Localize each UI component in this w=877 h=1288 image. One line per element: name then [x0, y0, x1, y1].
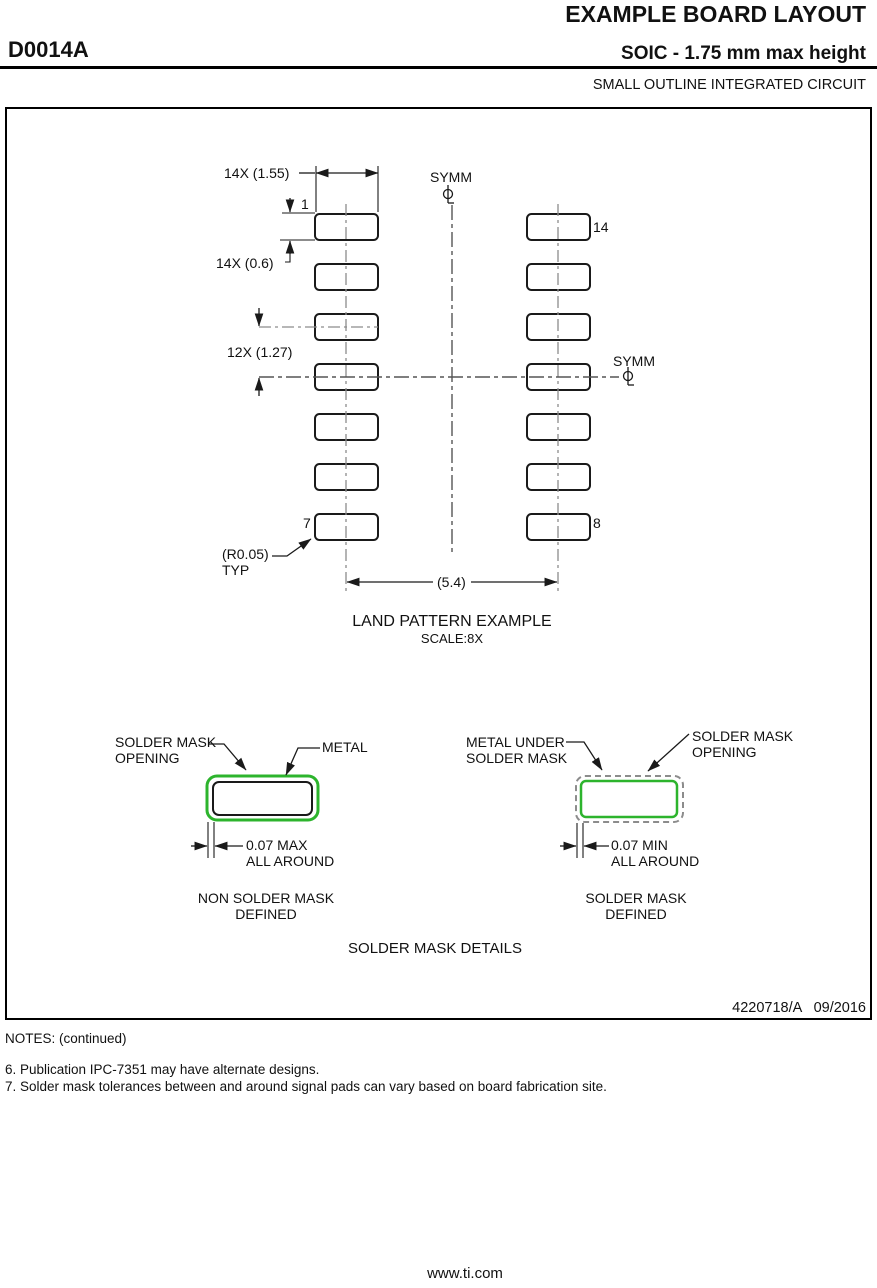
- smd-metal-label: METAL UNDER SOLDER MASK: [466, 734, 568, 766]
- nsmd-dim-label: 0.07 MAX ALL AROUND: [246, 837, 335, 869]
- nsmd-opening-label: SOLDER MASK OPENING: [115, 734, 217, 766]
- land-pattern-caption: LAND PATTERN EXAMPLE: [352, 613, 552, 630]
- footer-url-link[interactable]: www.ti.com: [427, 1265, 503, 1282]
- note-item-7: 7. Solder mask tolerances between and ar…: [5, 1079, 607, 1094]
- pin-1-label: 1: [301, 196, 309, 212]
- nsmd-caption-line2: DEFINED: [235, 905, 297, 922]
- header-rule: [0, 66, 877, 69]
- smd-metal-line1: METAL UNDER: [466, 734, 565, 750]
- dim-pad-height-label: 14X (0.6): [216, 255, 274, 271]
- dim-span-label: (5.4): [437, 574, 466, 590]
- package-subtitle: SMALL OUTLINE INTEGRATED CIRCUIT: [592, 77, 866, 93]
- symm-right-label: SYMM: [613, 353, 655, 369]
- nsmd-caption: NON SOLDER MASK DEFINED: [197, 890, 335, 922]
- radius-note-label: (R0.05) TYP: [222, 546, 269, 578]
- smd-opening-line2: OPENING: [692, 743, 757, 760]
- part-number: D0014A: [8, 37, 89, 62]
- dim-pad-width: [299, 166, 379, 212]
- radius-leader: [272, 538, 312, 557]
- technical-drawing: [191, 166, 690, 858]
- nsmd-opening-line1: SOLDER MASK: [115, 734, 217, 750]
- page-title: EXAMPLE BOARD LAYOUT: [565, 1, 866, 27]
- smd-opening-line1: SOLDER MASK: [692, 728, 794, 744]
- smd-diagram: [560, 733, 690, 858]
- drawing-frame: [5, 107, 872, 1020]
- pin-8-label: 8: [593, 515, 601, 531]
- centerlines: [259, 204, 619, 592]
- notes-heading: NOTES: (continued): [5, 1031, 127, 1046]
- nsmd-metal-label: METAL: [322, 739, 368, 755]
- dim-pitch-label: 12X (1.27): [227, 344, 293, 360]
- smd-caption-line1: SOLDER MASK: [585, 890, 687, 906]
- nsmd-dim-line2: ALL AROUND: [246, 852, 335, 869]
- nsmd-diagram: [191, 743, 320, 858]
- dim-pad-height: [280, 198, 315, 263]
- land-pattern-scale: SCALE:8X: [420, 631, 484, 646]
- dim-pad-width-label: 14X (1.55): [224, 165, 290, 181]
- pin-7-label: 7: [303, 515, 311, 531]
- smd-opening-label: SOLDER MASK OPENING: [692, 728, 794, 760]
- solder-mask-details-caption: SOLDER MASK DETAILS: [348, 940, 522, 957]
- doc-revision-number: 4220718/A 09/2016: [732, 1000, 866, 1016]
- pin-14-label: 14: [593, 219, 609, 235]
- nsmd-dim-line1: 0.07 MAX: [246, 837, 308, 853]
- smd-caption: SOLDER MASK DEFINED: [585, 890, 687, 922]
- centerline-symbol-right-icon: [622, 367, 634, 386]
- nsmd-opening-line2: OPENING: [115, 749, 180, 766]
- smd-metal-line2: SOLDER MASK: [466, 749, 568, 766]
- centerline-symbol-top-icon: [442, 185, 454, 204]
- smd-dim-line2: ALL AROUND: [611, 852, 700, 869]
- radius-note-line1: (R0.05): [222, 546, 269, 562]
- package-heading: SOIC - 1.75 mm max height: [621, 43, 866, 64]
- smd-dim-label: 0.07 MIN ALL AROUND: [611, 837, 700, 869]
- nsmd-caption-line1: NON SOLDER MASK: [197, 890, 335, 906]
- symm-top-label: SYMM: [430, 169, 472, 185]
- smd-dim-line1: 0.07 MIN: [611, 837, 668, 853]
- note-item-6: 6. Publication IPC-7351 may have alterna…: [5, 1062, 320, 1077]
- smd-caption-line2: DEFINED: [605, 905, 667, 922]
- radius-note-line2: TYP: [222, 561, 250, 578]
